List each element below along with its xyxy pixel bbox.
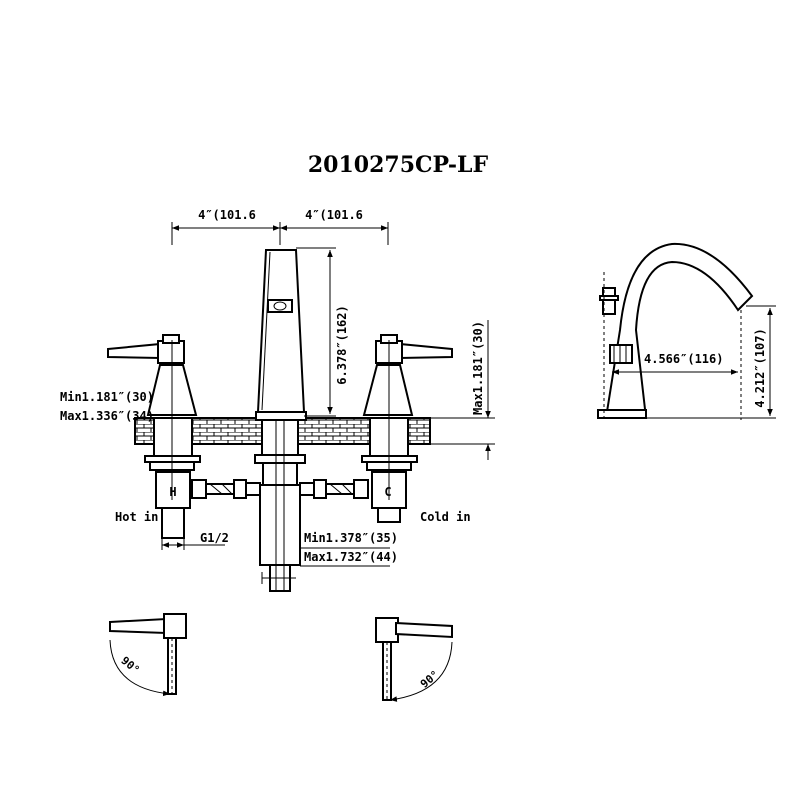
- shank-dimension: [261, 547, 390, 584]
- reach-dimension: [603, 272, 742, 420]
- left-rotation-view: [109, 613, 187, 697]
- thread-label: G1/2: [200, 531, 229, 545]
- shank-min-label: Min1.378″(35): [304, 531, 398, 545]
- hot-in-label: Hot in: [115, 510, 158, 524]
- shank-max-label: Max1.732″(44): [304, 550, 398, 564]
- left-connector: [191, 479, 261, 499]
- max-deck-label: Max1.181″(30): [471, 321, 485, 415]
- handle-max-label: Max1.336″(34): [60, 409, 154, 423]
- thread-dimension: [161, 530, 225, 550]
- model-title: 2010275CP-LF: [308, 152, 489, 178]
- cold-mark: C: [384, 485, 391, 499]
- spout-height-dimension: [296, 247, 336, 417]
- right-rotation-view: [375, 617, 453, 702]
- cold-in-label: Cold in: [420, 510, 471, 524]
- side-height-label: 4.212″(107): [753, 328, 767, 407]
- right-connector: [299, 479, 369, 499]
- center-spout: [254, 249, 307, 592]
- spread-right-label: 4″(101.6: [305, 208, 363, 222]
- deck-thickness-dimension: [430, 320, 495, 460]
- angle-right-label: 90°: [418, 668, 442, 691]
- reach-label: 4.566″(116): [644, 352, 723, 366]
- spout-height-label: 6.378″(162): [335, 305, 349, 384]
- spread-left-label: 4″(101.6: [198, 208, 256, 222]
- right-handle: [361, 334, 453, 523]
- side-height-dimension: [646, 305, 776, 419]
- spread-dimension: [171, 222, 389, 245]
- side-view-spout: [597, 242, 754, 419]
- handle-min-label: Min1.181″(30): [60, 390, 154, 404]
- left-handle: [107, 334, 201, 539]
- hot-mark: H: [169, 485, 176, 499]
